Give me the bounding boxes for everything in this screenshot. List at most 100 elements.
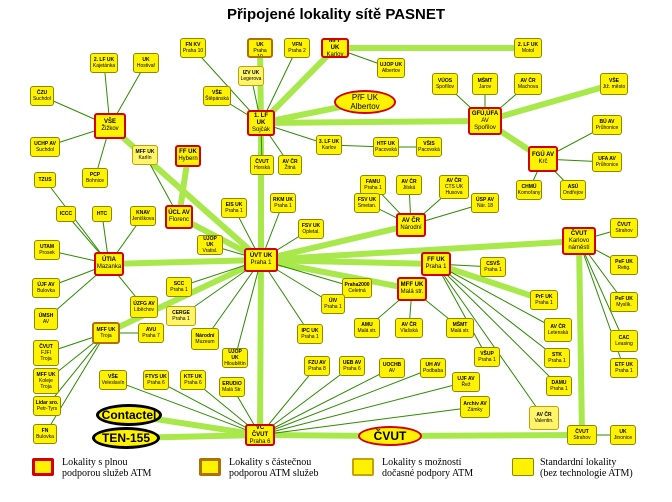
node-praha2000-line1: Praha2000: [344, 282, 370, 288]
node-csvs-line1: CSVŠ: [486, 261, 500, 267]
node-buav-line2: Průhonice: [595, 125, 619, 131]
node-pcp-line2: Bohnice: [85, 178, 105, 184]
node-uclav-line2: Florenc: [168, 217, 189, 223]
node-msmtmala-line1: MŠMT: [452, 322, 468, 328]
node-ktfuk-line2: Praha 6: [184, 380, 202, 386]
node-htf-line1: HTF UK: [376, 141, 396, 147]
legend-swatch-full: [32, 458, 54, 476]
node-uochb-line2: AV: [388, 368, 396, 374]
ellipse-pf-albertov-line1: PřF UK: [351, 93, 379, 102]
node-msmtmala-line2: Malá str.: [450, 328, 470, 334]
node-scc-line2: Praha 1: [170, 287, 188, 293]
link-ffpraha1-vsup: [435, 263, 488, 358]
node-erudio-line2: Malá Str.: [222, 387, 242, 393]
node-ukjin-line2: Jinonice: [613, 435, 633, 441]
node-fsvopl-line1: FSV UK: [301, 223, 321, 229]
node-gfluofa-line3: Spořilov: [474, 124, 496, 131]
node-ipc-line1: IPC UK: [301, 328, 319, 334]
node-cvutkn-line1: ČVUT: [570, 230, 588, 237]
node-knav-line2: Jeniškova: [131, 216, 155, 222]
node-avcrmach-line1: AV ČR: [520, 78, 536, 84]
legend-possible-line1: Lokality s možností: [382, 457, 462, 468]
node-avcts-line2: CTS UK: [444, 184, 464, 190]
link-ffpraha1-prfuk: [433, 261, 547, 303]
node-mffkarlin-line2: Karlín: [138, 155, 152, 161]
node-fn-line2: Bulovka: [36, 434, 54, 440]
node-cvutfjfi-line3: Troja: [40, 356, 52, 362]
node-vsejm-line2: Již. město: [602, 84, 626, 90]
node-mffkoleje-line2: Koleje: [39, 378, 53, 384]
node-avnarodni-line1: AV ČR: [401, 218, 421, 224]
node-pefmysl-line2: Myslík.: [616, 302, 632, 308]
node-cvutfjfi-line1: ČVUT: [39, 344, 53, 350]
link-uvt-ffpraha1: [258, 257, 439, 267]
node-asu-line2: Ondřejov: [562, 190, 584, 196]
node-ffpraha1-line2: Praha 1: [425, 264, 447, 270]
node-cvutpraha6-line2: Praha 6: [249, 438, 271, 445]
node-czu-line1: ČZU: [36, 90, 48, 96]
node-pefmysl-line1: PeF UK: [615, 296, 633, 302]
ellipse-cvut-label: ČVUT: [373, 429, 407, 443]
node-chmu-line2: Komořany: [517, 190, 541, 196]
node-uvt-line1: ÚVT UK: [249, 253, 273, 259]
link-uvt-ipc: [260, 259, 311, 335]
node-gfluofa-line2: AV: [481, 117, 489, 124]
node-tzus: TZUS: [34, 172, 56, 188]
node-eis-line1: EIS UK: [225, 202, 243, 208]
node-utam-line1: UTAM: [39, 244, 55, 250]
node-czu-line2: Suchdol: [32, 96, 52, 102]
legend-standard-line1: Standardní lokality: [540, 457, 617, 468]
link-cvutkn-cac: [578, 240, 625, 342]
node-pcp-line1: PCP: [89, 172, 101, 178]
node-vsezizkov-line2: Žižkov: [101, 126, 119, 132]
link-uvt-cvutpraha6: [257, 257, 264, 438]
node-fn-line1: FN: [41, 428, 49, 434]
node-lf1-line2: Sojčák: [251, 126, 270, 133]
legend-text-standard: Standardní lokality (bez technologie ATM…: [540, 457, 633, 479]
node-archiv-line1: Archiv AV: [463, 401, 487, 407]
node-uchp-line1: UCHP AV: [34, 141, 56, 147]
node-umsh-line2: AV: [42, 319, 50, 325]
node-uebav-line1: UEB AV: [342, 360, 362, 366]
node-ufaav-line2: Průhonice: [595, 162, 619, 168]
node-avcts-line3: Husova: [445, 190, 463, 196]
node-mffkoleje-line1: MFF UK: [36, 372, 56, 378]
node-lf3-line1: 3. LF UK: [254, 38, 266, 48]
node-uspav-line1: ÚSP AV: [476, 197, 494, 203]
node-utia-line1: ÚTIA: [102, 257, 116, 263]
node-uhav-line2: Podbaba: [422, 368, 444, 374]
ellipse-cvut: ČVUT: [358, 426, 422, 446]
node-lf2kaj-line2: Kajetánka: [92, 63, 116, 69]
node-cerge-line1: CERGE: [172, 310, 190, 316]
node-mffmalast-line2: Malá str.: [400, 289, 424, 295]
node-utam-line2: Prosek: [39, 250, 55, 256]
link-uvt-utia: [106, 257, 264, 267]
node-vsejm-line1: VŠE: [608, 78, 619, 84]
node-ffhybern-line1: FF UK: [179, 149, 197, 155]
